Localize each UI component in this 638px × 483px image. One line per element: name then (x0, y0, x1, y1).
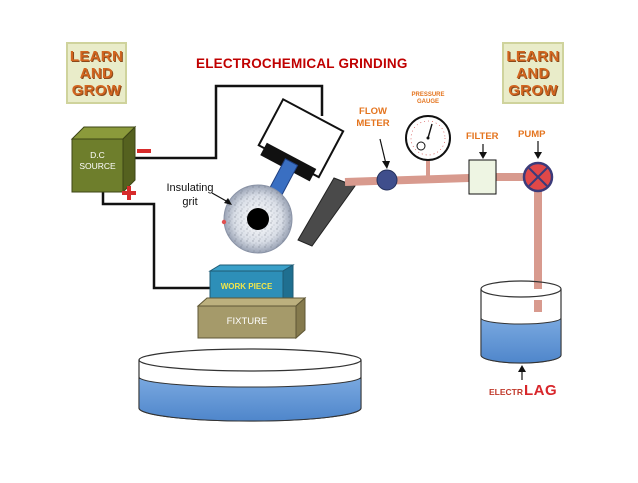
dc-source-label: D.C SOURCE (79, 150, 116, 171)
badge-left-text: LEARN AND GROW (69, 47, 124, 99)
grit-arrow (211, 192, 229, 203)
collecting-tank (138, 348, 362, 422)
pump-label: PUMP (518, 129, 546, 140)
fixture-label: FIXTURE (226, 316, 268, 327)
learn-and-grow-badge-left: LEARN AND GROW (66, 42, 127, 104)
flow-meter-label: FLOW METER (356, 106, 390, 129)
fixture-block (196, 296, 307, 340)
electrolyte-label: ELECTR (489, 387, 523, 397)
grinding-wheel (223, 184, 293, 254)
positive-wire (101, 192, 210, 290)
electrolyte-reservoir (480, 280, 562, 364)
pressure-gauge-label: PRESSURE GAUGE (411, 92, 445, 105)
negative-terminal (137, 149, 151, 153)
diagram-title: ELECTROCHEMICAL GRINDING (196, 56, 408, 71)
pressure-gauge-dial (405, 115, 451, 161)
red-dot (221, 219, 227, 225)
insulating-grit-label: Insulating grit (166, 182, 214, 208)
badge-right-text: LEARN AND GROW (506, 47, 560, 99)
positive-terminal (122, 186, 136, 200)
filter-label: FILTER (466, 131, 499, 142)
dc-source-box (70, 125, 137, 194)
flow-meter-ball (376, 169, 398, 191)
work-piece-label: WORK PIECE (220, 282, 273, 291)
lag-watermark: LAG (524, 382, 558, 399)
pump-symbol (522, 161, 554, 193)
negative-wire (135, 84, 324, 160)
learn-and-grow-badge-right: LEARN AND GROW (502, 42, 564, 104)
supply-pipe (344, 174, 470, 186)
filter-box (468, 159, 497, 195)
